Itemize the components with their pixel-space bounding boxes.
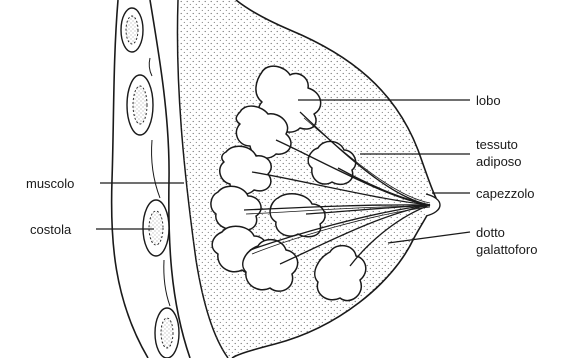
label-tessuto-line1: tessuto bbox=[476, 136, 522, 153]
breast-tissue bbox=[179, 0, 436, 358]
label-costola: costola bbox=[30, 221, 71, 238]
label-dotto-line2: galattoforo bbox=[476, 241, 537, 258]
label-dotto-line1: dotto bbox=[476, 224, 537, 241]
label-dotto-galattoforo: dotto galattoforo bbox=[476, 224, 537, 258]
label-muscolo: muscolo bbox=[26, 175, 74, 192]
label-lobo: lobo bbox=[476, 92, 501, 109]
label-capezzolo: capezzolo bbox=[476, 185, 535, 202]
label-tessuto-adiposo: tessuto adiposo bbox=[476, 136, 522, 170]
label-tessuto-line2: adiposo bbox=[476, 153, 522, 170]
rib-wall-left bbox=[112, 0, 148, 358]
